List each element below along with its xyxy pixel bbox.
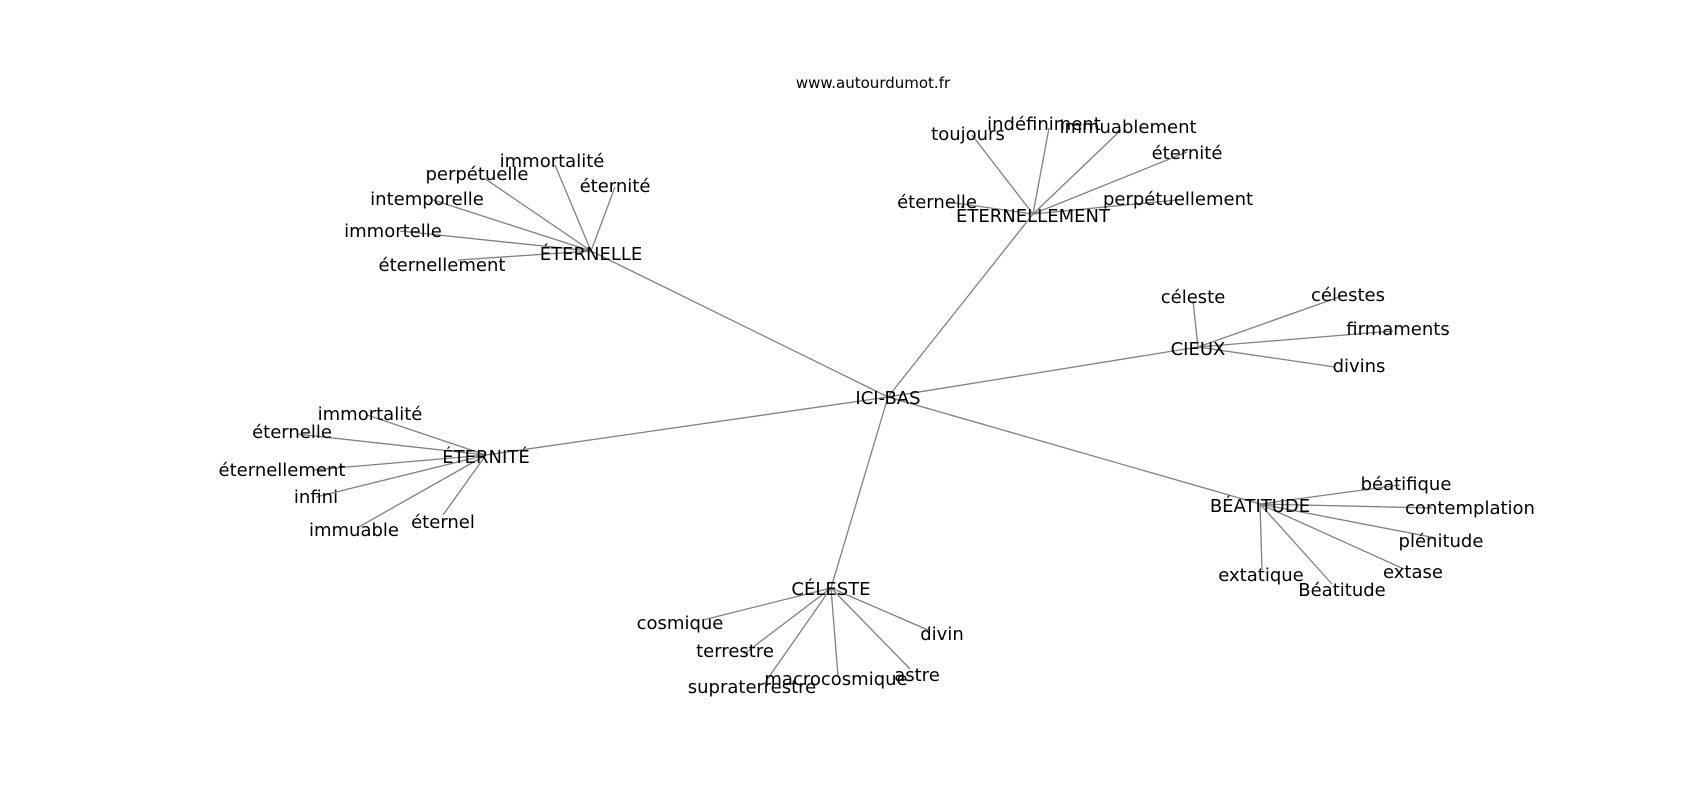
hub-edge [590,250,889,398]
leaf-node-label: immortalité [318,404,423,425]
leaf-node-label: extatique [1218,565,1303,586]
leaf-edge [743,587,832,655]
hub-node-label: ÉTERNITÉ [442,446,529,468]
leaf-node-label: intemporelle [370,189,484,210]
leaf-node-label: terrestre [696,641,774,662]
leaf-edge [1197,330,1394,348]
leaf-node-label: béatifique [1361,474,1452,495]
leaf-edge [1032,151,1188,215]
leaf-edge [1197,295,1343,348]
leaf-node-label: éternité [1152,143,1223,164]
leaf-edge [830,587,839,677]
leaf-node-label: macrocosmique [764,669,907,690]
leaf-node-label: astre [894,665,940,686]
hub-node-label: CÉLESTE [791,578,870,600]
leaf-node-label: célestes [1311,285,1385,306]
leaf-edge [312,454,487,471]
leaf-edge [1259,503,1437,539]
leaf-node-label: Béatitude [1298,580,1385,601]
hub-edge [887,346,1199,398]
leaf-node-label: perpétuellement [1103,189,1253,210]
leaf-edge [830,587,911,670]
leaf-node-label: divin [920,624,964,645]
leaf-edge [442,454,487,516]
leaf-node-label: infini [294,487,338,508]
leaf-edge [429,198,592,252]
leaf-edge [590,186,616,252]
watermark-text: www.autourdumot.fr [796,74,951,92]
leaf-edge [763,587,832,685]
leaf-edge [296,433,487,456]
leaf-edge [1259,503,1333,585]
leaf-edge [457,250,592,261]
leaf-node-label: éternité [580,176,651,197]
leaf-node-label: supraterrestre [688,677,816,698]
leaf-edge [702,587,832,621]
leaf-node-label: éternelle [897,192,977,213]
leaf-edge [830,587,929,631]
leaf-edge [1032,199,1178,215]
leaf-node-label: plénitude [1399,531,1484,552]
leaf-edge [1197,346,1336,368]
leaf-node-label: éternelle [252,422,332,443]
leaf-node-label: céleste [1161,287,1226,308]
leaf-node-label: cosmique [637,613,724,634]
hub-edge [830,396,889,589]
leaf-node-label: immuable [309,520,399,541]
hub-node-label: ÉTERNELLE [540,243,643,265]
leaf-edge [1192,300,1199,348]
leaf-node-label: toujours [931,124,1005,145]
leaf-edge [315,454,487,498]
leaf-node-label: contemplation [1405,498,1535,519]
leaf-node-label: indéfiniment [987,114,1101,135]
hub-node-label: CIEUX [1171,339,1226,360]
leaf-edge [399,230,592,252]
leaf-node-label: firmaments [1346,319,1449,340]
leaf-edge [1259,503,1405,570]
leaf-node-label: perpétuelle [425,164,528,185]
leaf-node-label: divins [1333,356,1386,377]
leaf-edge [356,454,487,529]
hub-edge [887,213,1034,398]
hub-node-label: ÉTERNELLEMENT [956,205,1111,227]
hub-node-label: BÉATITUDE [1210,495,1310,517]
graph-edges [296,127,1437,685]
leaf-node-label: éternel [411,512,475,533]
leaf-edge [947,201,1034,215]
leaf-edge [1032,127,1050,215]
leaf-edge [483,177,592,252]
center-node-label: ICI-BAS [855,388,920,409]
leaf-node-label: immortelle [344,221,442,242]
leaf-node-label: extase [1383,562,1443,583]
hub-edge [887,396,1261,505]
hub-edge [485,396,889,456]
leaf-edge [971,134,1034,215]
leaf-edge [1259,484,1401,505]
leaf-edge [554,164,592,252]
leaf-edge [1259,503,1263,571]
leaf-node-label: immuablement [1059,117,1196,138]
leaf-edge [1032,129,1122,215]
leaf-edge [366,414,487,456]
leaf-node-label: éternellement [379,255,506,276]
leaf-node-label: immortalité [500,151,605,172]
graph-labels: www.autourdumot.fr immortalitéperpétuell… [219,74,1535,698]
leaf-node-label: éternellement [219,460,346,481]
leaf-edge [1259,503,1433,509]
